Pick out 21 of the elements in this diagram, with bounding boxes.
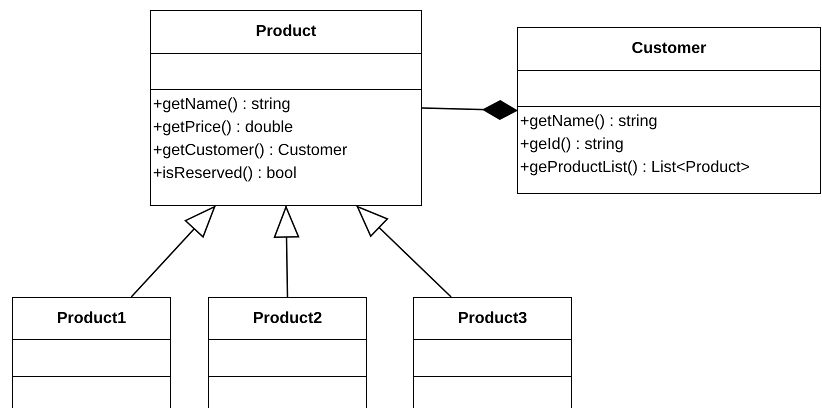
generalization-arrow	[274, 206, 300, 298]
method-text: +geProductList() : List<Product>	[519, 158, 750, 178]
generalization-arrow	[356, 205, 452, 298]
class-box	[12, 297, 171, 408]
class-name: Product	[256, 22, 316, 42]
class-name: Product3	[458, 308, 528, 328]
method-text: +isReserved() : bool	[152, 164, 297, 184]
generalization-arrow	[130, 206, 216, 298]
method-text: +getName() : string	[519, 112, 658, 132]
method-text: +getPrice() : double	[152, 118, 294, 138]
class-name: Product2	[252, 308, 322, 328]
method-text: +getCustomer() : Customer	[152, 141, 348, 161]
class-box	[517, 27, 821, 194]
class-name: Customer	[632, 39, 706, 59]
composition-connector	[422, 100, 518, 120]
class-box	[208, 297, 367, 408]
class-box	[150, 10, 422, 206]
method-text: +getName() : string	[152, 95, 290, 115]
method-text: +geId() : string	[519, 135, 624, 155]
class-name: Product1	[56, 308, 126, 328]
class-box	[413, 297, 572, 408]
